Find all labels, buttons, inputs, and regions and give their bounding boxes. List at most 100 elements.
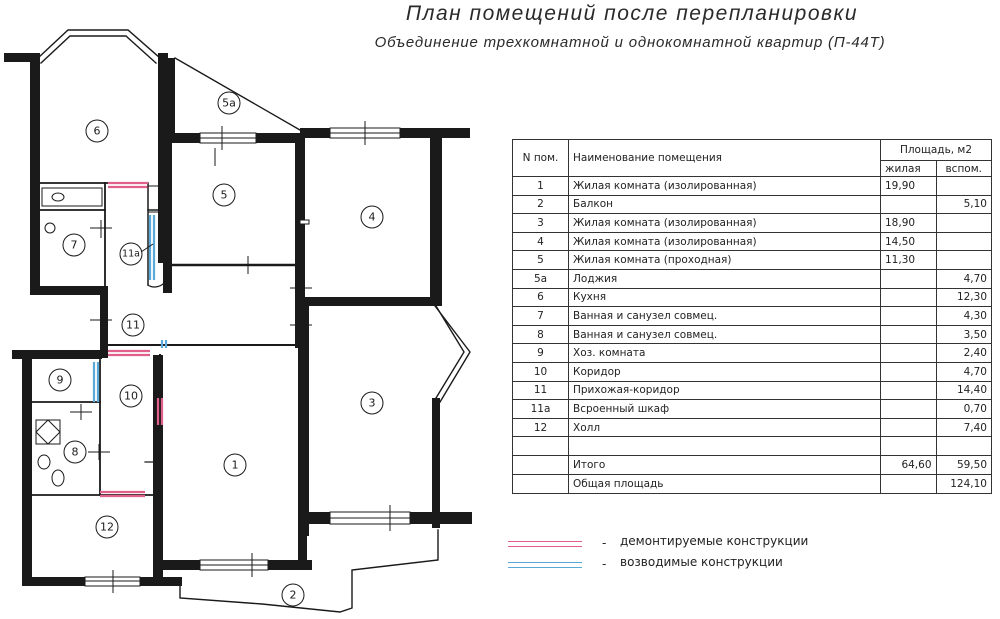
- row-living-area: [880, 436, 937, 456]
- row-living-area: [880, 306, 937, 326]
- col-header-area: Площадь, м2: [880, 139, 992, 161]
- row-aux-area: [935, 213, 992, 233]
- toilet-icon: [51, 192, 65, 202]
- row-name: Жилая комната (проходная): [568, 250, 881, 270]
- row-name: Прихожая-коридор: [568, 380, 881, 401]
- sink-icon-2: [37, 454, 51, 470]
- col-header-aux: вспом.: [935, 160, 992, 177]
- row-living-area: [880, 268, 937, 289]
- grand-total-value: 124,10: [935, 473, 992, 494]
- row-aux-area: 7,40: [935, 417, 992, 438]
- row-living-area: [880, 287, 937, 308]
- bathtub-icon: [41, 187, 103, 207]
- table-row-grand-total: Общая площадь 124,10: [512, 473, 992, 494]
- row-aux-area: 4,70: [935, 268, 992, 289]
- row-number: 3: [512, 213, 569, 233]
- row-name: Жилая комната (изолированная): [568, 176, 881, 196]
- legend-dash: -: [602, 536, 607, 550]
- row-number: 11: [512, 380, 569, 401]
- row-name: Всроенный шкаф: [568, 399, 881, 419]
- wardrobe-icon: [147, 185, 161, 213]
- legend-dash-2: -: [602, 557, 607, 571]
- row-name: Лоджия: [568, 268, 881, 289]
- row-living-area: [880, 194, 937, 215]
- row-name: Жилая комната (изолированная): [568, 231, 881, 252]
- table-row: [512, 436, 992, 456]
- plan-title: План помещений после перепланировки: [405, 2, 859, 25]
- row-number: 10: [512, 361, 569, 382]
- room-label-11a: 11а: [122, 249, 140, 260]
- room-label-5a: 5а: [222, 97, 236, 110]
- row-number: 2: [512, 194, 569, 215]
- row-number: 5: [512, 250, 569, 270]
- col-header-living: жилая: [880, 160, 937, 177]
- row-name: [568, 436, 881, 456]
- room-area-table: N пом. Наименование помещения Площадь, м…: [512, 139, 992, 494]
- row-number: 8: [512, 324, 569, 345]
- row-living-area: [880, 417, 937, 438]
- row-living-area: [880, 324, 937, 345]
- row-aux-area: 5,10: [935, 194, 992, 215]
- room-label-9: 9: [57, 374, 64, 387]
- row-number: 11а: [512, 399, 569, 419]
- row-name: Ванная и санузел совмец.: [568, 324, 881, 345]
- room-label-10: 10: [124, 390, 138, 403]
- row-number: 12: [512, 417, 569, 438]
- total-aux: 59,50: [935, 454, 992, 475]
- row-living-area: 18,90: [880, 213, 937, 233]
- row-name: Холл: [568, 417, 881, 438]
- row-name: Ванная и санузел совмец.: [568, 306, 881, 326]
- room-label-2: 2: [290, 589, 297, 602]
- row-living-area: 14,50: [880, 231, 937, 252]
- row-name: Коридор: [568, 361, 881, 382]
- legend-swatch-demolished: [508, 541, 582, 547]
- room-label-4: 4: [369, 211, 376, 224]
- room-label-7: 7: [71, 239, 78, 252]
- sink-icon: [44, 222, 56, 234]
- row-name: Кухня: [568, 287, 881, 308]
- row-aux-area: 12,30: [935, 287, 992, 308]
- row-number: 5а: [512, 268, 569, 289]
- row-living-area: [880, 343, 937, 363]
- row-aux-area: 14,40: [935, 380, 992, 401]
- table-row-total: Итого 64,60 59,50: [512, 454, 992, 475]
- row-number: 4: [512, 231, 569, 252]
- row-living-area: 19,90: [880, 176, 937, 196]
- legend-swatch-erected: [508, 562, 582, 568]
- legend-erected-label: возводимые конструкции: [620, 555, 783, 569]
- col-header-number: N пом.: [512, 139, 569, 177]
- room-label-5: 5: [221, 189, 228, 202]
- row-living-area: [880, 361, 937, 382]
- row-number: 9: [512, 343, 569, 363]
- legend-demolished-label: демонтируемые конструкции: [620, 534, 809, 548]
- total-label: Итого: [568, 454, 881, 475]
- room-label-8: 8: [72, 446, 79, 459]
- row-name: Балкон: [568, 194, 881, 215]
- row-aux-area: 4,30: [935, 306, 992, 326]
- shower-icon: [35, 419, 61, 445]
- row-number: 7: [512, 306, 569, 326]
- row-aux-area: [935, 250, 992, 270]
- row-name: Хоз. комната: [568, 343, 881, 363]
- room-label-1: 1: [232, 459, 239, 472]
- grand-total-label: Общая площадь: [568, 473, 881, 494]
- row-aux-area: [935, 436, 992, 456]
- toilet-icon-2: [51, 469, 65, 487]
- row-aux-area: [935, 176, 992, 196]
- row-number: [512, 436, 569, 456]
- room-label-11: 11: [126, 319, 140, 332]
